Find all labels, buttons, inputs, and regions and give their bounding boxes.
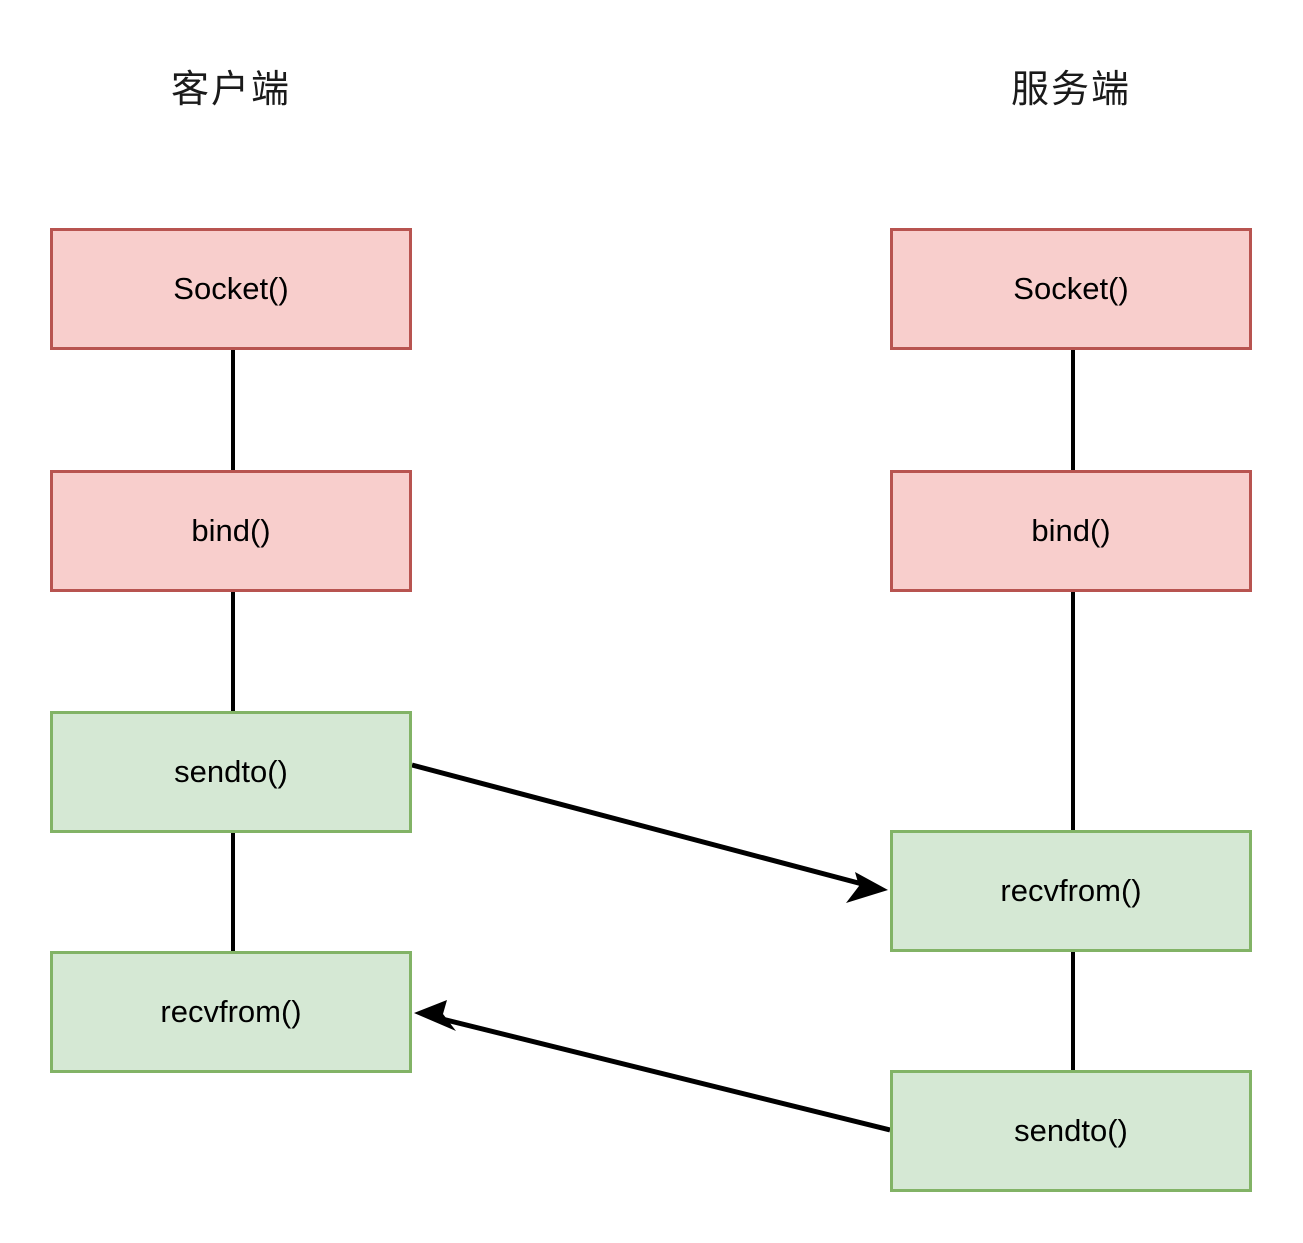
arrow-server-sendto-to-client-recvfrom xyxy=(414,1000,891,1133)
client-node-socket-label: Socket() xyxy=(173,271,289,306)
client-node-recvfrom-label: recvfrom() xyxy=(160,994,302,1029)
server-node-socket-label: Socket() xyxy=(1013,271,1129,306)
server-node-sendto[interactable]: sendto() xyxy=(890,1070,1252,1192)
connector-client-bind-sendto xyxy=(231,592,235,711)
client-node-bind-label: bind() xyxy=(191,513,271,548)
connector-server-socket-bind xyxy=(1071,350,1075,470)
client-node-socket[interactable]: Socket() xyxy=(50,228,412,350)
client-column-title: 客户端 xyxy=(170,69,291,111)
server-node-sendto-label: sendto() xyxy=(1014,1113,1128,1148)
arrow-client-sendto-to-server-recvfrom xyxy=(411,762,888,903)
client-node-sendto[interactable]: sendto() xyxy=(50,711,412,833)
connector-client-sendto-recvfrom xyxy=(231,833,235,951)
client-node-sendto-label: sendto() xyxy=(174,754,288,789)
server-node-bind[interactable]: bind() xyxy=(890,470,1252,592)
server-column-title: 服务端 xyxy=(1010,69,1131,111)
client-node-recvfrom[interactable]: recvfrom() xyxy=(50,951,412,1073)
server-node-recvfrom-label: recvfrom() xyxy=(1000,873,1142,908)
client-node-bind[interactable]: bind() xyxy=(50,470,412,592)
connector-client-socket-bind xyxy=(231,350,235,470)
connector-server-bind-recvfrom xyxy=(1071,592,1075,830)
connector-server-recvfrom-sendto xyxy=(1071,952,1075,1070)
server-node-socket[interactable]: Socket() xyxy=(890,228,1252,350)
server-node-bind-label: bind() xyxy=(1031,513,1111,548)
server-node-recvfrom[interactable]: recvfrom() xyxy=(890,830,1252,952)
